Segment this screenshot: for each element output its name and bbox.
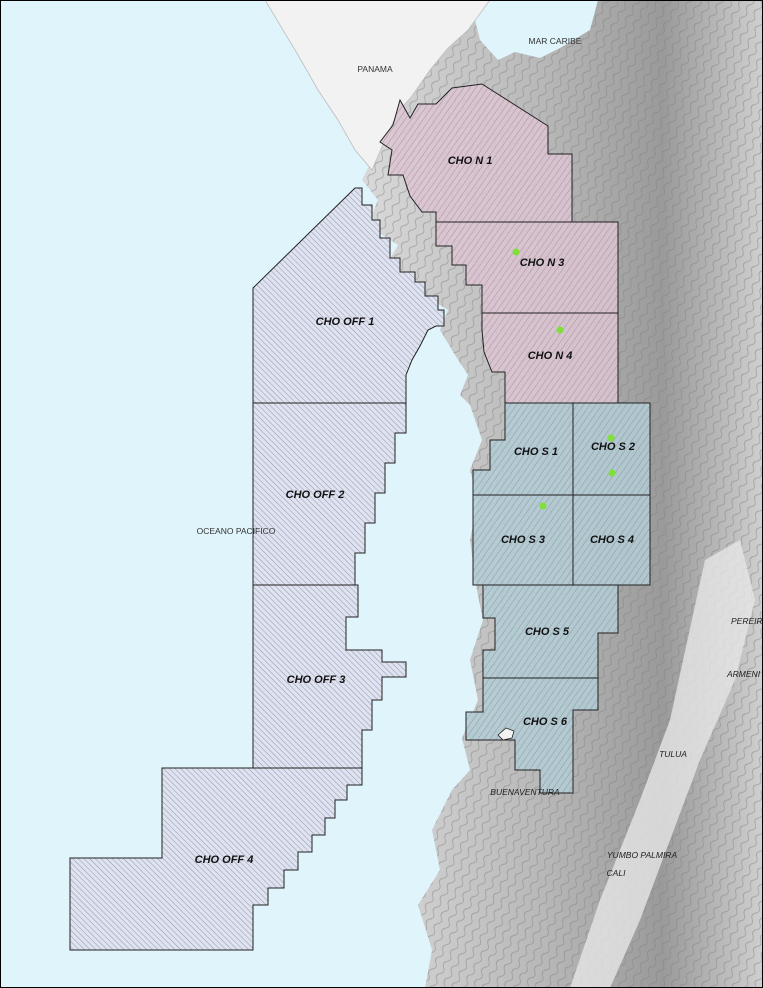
label-cho-s5: CHO S 5 [525, 626, 570, 638]
city-labels: PEREIR ARMENI TULUA BUENAVENTURA YUMBO P… [490, 616, 762, 878]
label-armenia: ARMENI [726, 669, 761, 679]
label-cho-s3: CHO S 3 [501, 534, 545, 546]
label-panama: PANAMA [357, 64, 393, 74]
block-cho-off4[interactable] [69, 767, 363, 951]
label-cho-s6: CHO S 6 [523, 716, 568, 728]
block-cho-off1[interactable] [252, 187, 445, 404]
label-cho-s4: CHO S 4 [590, 534, 634, 546]
panama-land [264, 0, 491, 171]
label-cho-s2: CHO S 2 [591, 441, 635, 453]
label-cho-off3: CHO OFF 3 [287, 674, 346, 686]
block-labels: CHO N 1 CHO N 3 CHO N 4 CHO S 1 CHO S 2 … [195, 155, 635, 866]
well-marker[interactable] [539, 502, 547, 510]
label-cho-s1: CHO S 1 [514, 446, 558, 458]
well-marker[interactable] [512, 248, 520, 256]
label-buenaventura: BUENAVENTURA [490, 787, 560, 797]
label-yumbo-palmira: YUMBO PALMIRA [607, 850, 678, 860]
well-marker[interactable] [556, 326, 564, 334]
north-blocks [379, 83, 619, 404]
label-cho-off2: CHO OFF 2 [286, 489, 345, 501]
label-pereira: PEREIR [731, 616, 763, 626]
cauca-valley [570, 540, 755, 988]
island-outline [497, 727, 515, 741]
block-cho-off3[interactable] [252, 584, 407, 769]
offshore-blocks [69, 187, 445, 951]
label-cho-off4: CHO OFF 4 [195, 854, 254, 866]
label-cho-n4: CHO N 4 [528, 350, 573, 362]
caribbean-sea [470, 0, 598, 60]
block-cho-s6[interactable] [465, 677, 599, 794]
label-cho-n3: CHO N 3 [520, 257, 565, 269]
block-cho-n4[interactable] [481, 312, 619, 404]
south-blocks [465, 402, 651, 794]
block-cho-s4[interactable] [572, 494, 651, 586]
block-cho-off2[interactable] [252, 402, 407, 586]
well-markers [512, 248, 616, 510]
label-tulua: TULUA [659, 749, 687, 759]
well-marker[interactable] [608, 469, 616, 477]
label-cho-off1: CHO OFF 1 [316, 316, 375, 328]
block-cho-n3[interactable] [435, 221, 619, 314]
label-oceano-pacifico: OCEANO PACIFICO [197, 526, 276, 536]
label-cho-n1: CHO N 1 [448, 155, 493, 167]
label-mar-caribe: MAR CARIBE [529, 36, 582, 46]
place-labels: PANAMA MAR CARIBE OCEANO PACIFICO [197, 36, 582, 536]
well-marker[interactable] [607, 434, 615, 442]
label-cali: CALI [607, 868, 627, 878]
